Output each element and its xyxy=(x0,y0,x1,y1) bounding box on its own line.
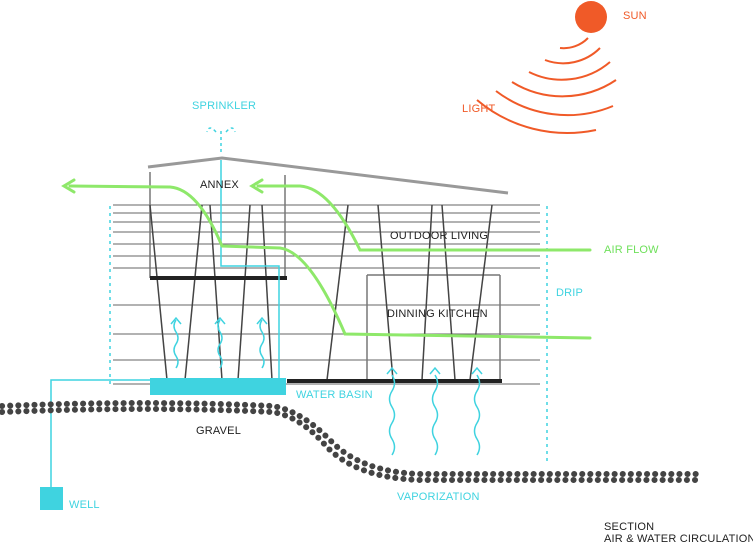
structure-posts xyxy=(149,172,501,382)
sprinkler-label: SPRINKLER xyxy=(192,100,257,112)
section-title-line1: SECTION xyxy=(604,521,655,533)
sprinkler-icon xyxy=(206,127,236,155)
sun-icon xyxy=(575,1,607,33)
dinning-kitchen-label: DINNING KITCHEN xyxy=(387,308,488,320)
columns xyxy=(149,204,493,381)
well-label: WELL xyxy=(69,499,100,511)
water-basin-label: WATER BASIN xyxy=(296,389,373,401)
section-title-line2: AIR & WATER CIRCULATION xyxy=(604,533,753,545)
light-label: LIGHT xyxy=(462,103,496,115)
air-flow-label: AIR FLOW xyxy=(604,244,659,256)
drip-label: DRIP xyxy=(556,287,584,299)
light-rays xyxy=(476,37,617,134)
air-flow-arrows xyxy=(61,178,592,340)
water-basin xyxy=(150,378,286,395)
gravel-layer xyxy=(0,400,703,483)
outdoor-living-label: OUTDOOR LIVING xyxy=(390,230,489,242)
gravel-label: GRAVEL xyxy=(196,425,242,437)
sun-label: SUN xyxy=(623,10,647,22)
well-box xyxy=(40,487,63,510)
roof xyxy=(147,156,509,195)
well-pipe xyxy=(50,379,150,487)
vapor-arrows xyxy=(170,316,483,456)
annex-label: ANNEX xyxy=(200,179,239,191)
vaporization-label: VAPORIZATION xyxy=(397,491,480,503)
sprinkler-pipe xyxy=(220,160,280,380)
